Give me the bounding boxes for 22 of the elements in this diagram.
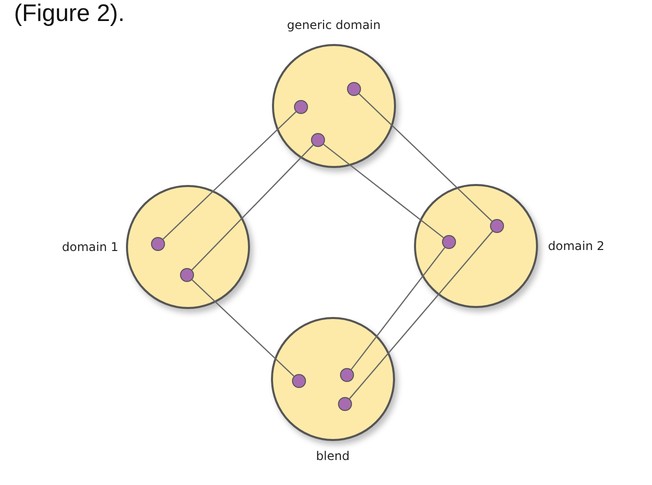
element-dot: [311, 133, 325, 147]
connector-line: [323, 144, 444, 238]
element-dot: [294, 100, 308, 114]
element-dot: [151, 237, 165, 251]
connector-line: [349, 230, 493, 400]
element-dot: [490, 219, 504, 233]
element-dot: [180, 268, 194, 282]
element-dot: [340, 368, 354, 382]
connector-line: [191, 144, 314, 270]
element-dot: [347, 82, 361, 96]
connector-line: [192, 279, 294, 377]
circle-label: blend: [316, 449, 350, 463]
circle-label: domain 1: [62, 240, 118, 254]
circle-label: domain 2: [548, 239, 604, 253]
element-dot: [292, 374, 306, 388]
connector-line: [162, 111, 296, 240]
element-dot: [338, 397, 352, 411]
note-text: (Figure 2).: [14, 0, 125, 28]
element-dot: [442, 235, 456, 249]
connector-line: [350, 247, 446, 370]
circle-label: generic domain: [287, 18, 381, 32]
connector-line: [358, 93, 492, 222]
